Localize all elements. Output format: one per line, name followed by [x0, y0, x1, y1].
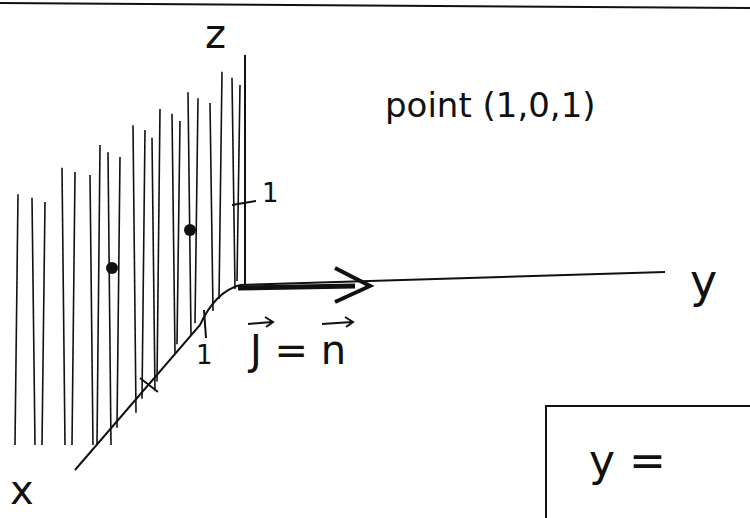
axis-label: z: [205, 14, 226, 54]
z-tick: [232, 201, 256, 205]
plane-hatching: [15, 72, 240, 445]
hatch-line: [32, 198, 35, 445]
hatch-line: [108, 152, 111, 445]
hatch-line: [117, 157, 120, 428]
hatch-line: [133, 125, 136, 413]
point-dot: [184, 224, 196, 236]
hatch-line: [195, 98, 198, 323]
y-axis: [240, 272, 665, 285]
hatch-line: [42, 202, 45, 445]
hatch-line: [188, 92, 191, 335]
vector-equation: J = n: [250, 330, 346, 370]
vector-arrowhead: [335, 268, 370, 302]
vector-overarrow: [248, 317, 273, 327]
hatch-line: [15, 194, 18, 445]
vector-overarrow: [322, 317, 353, 327]
x-tick: [140, 378, 158, 392]
hatch-line: [72, 172, 75, 445]
hatch-line: [172, 114, 175, 354]
x-axis: [75, 285, 240, 470]
box-text: y =: [589, 439, 735, 483]
answer-box: y =: [545, 405, 750, 518]
x-tick: [204, 310, 206, 338]
hatch-line: [90, 175, 93, 445]
hatch-line: [237, 85, 240, 281]
axis-label: x: [10, 470, 34, 510]
point-dot: [106, 262, 118, 274]
hatch-line: [152, 138, 155, 391]
tick-label: 1: [196, 342, 213, 368]
point-note: point (1,0,1): [385, 88, 596, 122]
hatch-line: [142, 130, 145, 399]
hatch-line: [219, 72, 222, 299]
tick-label: 1: [262, 180, 279, 206]
hatch-line: [157, 109, 160, 381]
hatch-line: [62, 168, 65, 445]
hatch-line: [232, 78, 235, 289]
normal-vector: [238, 286, 355, 288]
axis-label: y: [690, 258, 717, 304]
hatch-line: [210, 103, 213, 311]
z-axis: [244, 55, 246, 285]
hatch-line: [97, 145, 100, 445]
page-edge-line: [0, 3, 750, 8]
hatch-line: [177, 121, 180, 344]
